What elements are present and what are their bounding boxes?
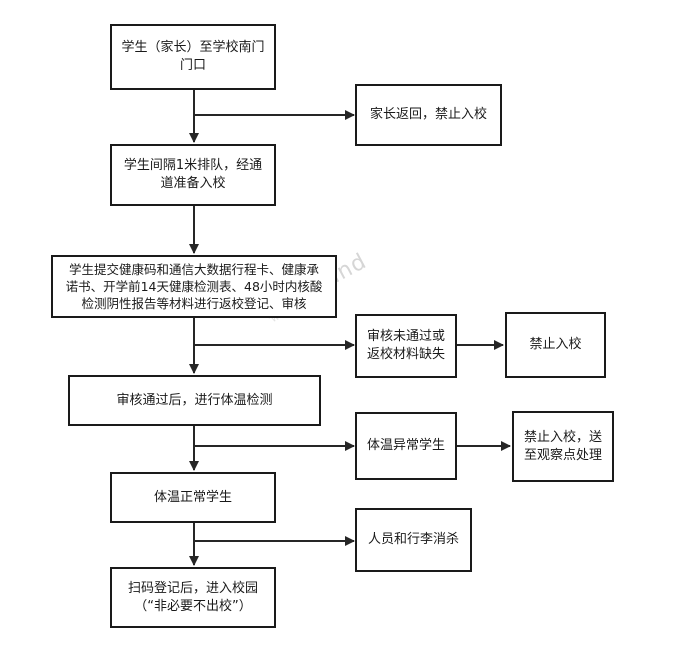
node-review-fail: 审核未通过或返校材料缺失 (355, 314, 457, 378)
node-queue: 学生间隔1米排队，经通道准备入校 (110, 144, 276, 206)
node-deny-observe: 禁止入校，送至观察点处理 (512, 411, 614, 482)
node-temperature-abnormal: 体温异常学生 (355, 412, 457, 480)
node-disinfect: 人员和行李消杀 (355, 508, 472, 572)
node-deny-entry: 禁止入校 (505, 312, 606, 378)
node-enter-campus: 扫码登记后，进入校园（“非必要不出校”） (110, 567, 276, 628)
node-arrive-gate: 学生（家长）至学校南门门口 (110, 24, 276, 90)
node-parent-return: 家长返回，禁止入校 (355, 84, 502, 146)
node-submit-materials: 学生提交健康码和通信大数据行程卡、健康承诺书、开学前14天健康检测表、48小时内… (51, 255, 337, 318)
node-temperature-normal: 体温正常学生 (110, 472, 276, 523)
node-temperature-check: 审核通过后，进行体温检测 (68, 375, 321, 426)
